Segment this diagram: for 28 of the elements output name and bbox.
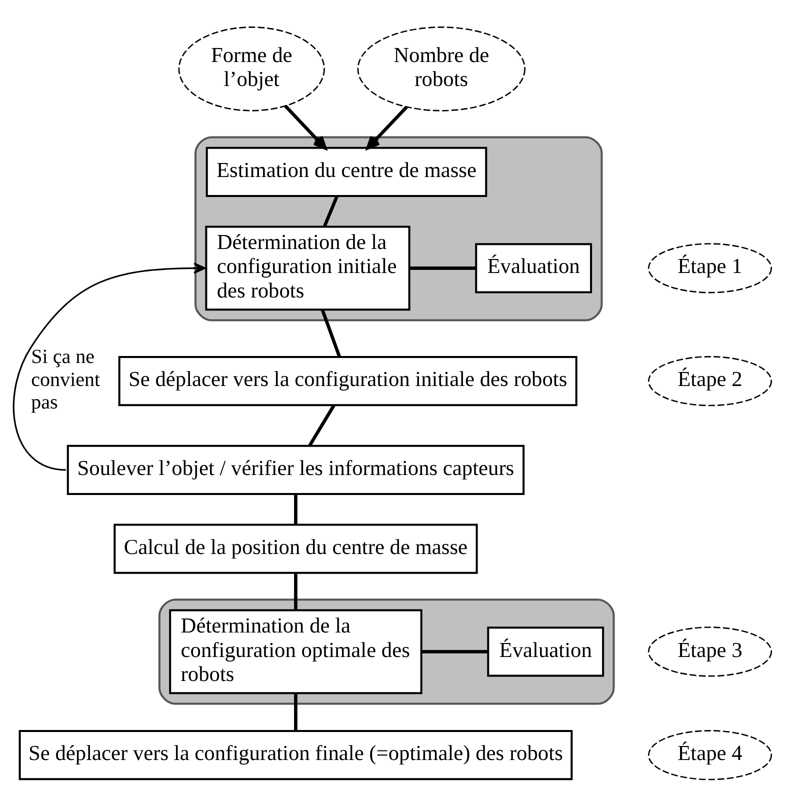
connector [422,650,488,654]
node-box: Évaluation [487,626,604,677]
node-box: Soulever l’objet / vérifier les informations capteurs [66,444,525,495]
node-box: Détermination de la configuration optimale des robots [169,609,422,694]
connector [294,494,298,525]
connector [308,404,336,446]
edge-label: Si ça ne convient pas [31,346,100,414]
node-ellipse: Étape 1 [648,243,772,294]
node-ellipse: Forme de l’objet [178,26,325,112]
node-box: Évaluation [475,243,592,294]
node-box: Estimation du centre de masse [206,146,488,198]
connector [322,196,338,228]
node-box: Calcul de la position du centre de masse [114,524,478,574]
arrow [284,104,327,150]
cluster [158,598,615,705]
arrow [13,262,206,471]
node-ellipse: Étape 2 [648,356,772,406]
connector [410,266,476,270]
arrow [366,106,408,150]
node-box: Détermination de la configuration initiale des robots [205,226,410,311]
node-box: Se déplacer vers la configuration finale (=optimale) des robots [18,730,573,780]
node-ellipse: Nombre de robots [357,26,526,112]
node-box: Se déplacer vers la configuration initiale des robots [118,356,578,406]
node-ellipse: Étape 3 [648,626,772,677]
connector [294,693,298,731]
connector [320,309,341,358]
node-ellipse: Étape 4 [648,730,772,780]
connector [294,572,298,610]
